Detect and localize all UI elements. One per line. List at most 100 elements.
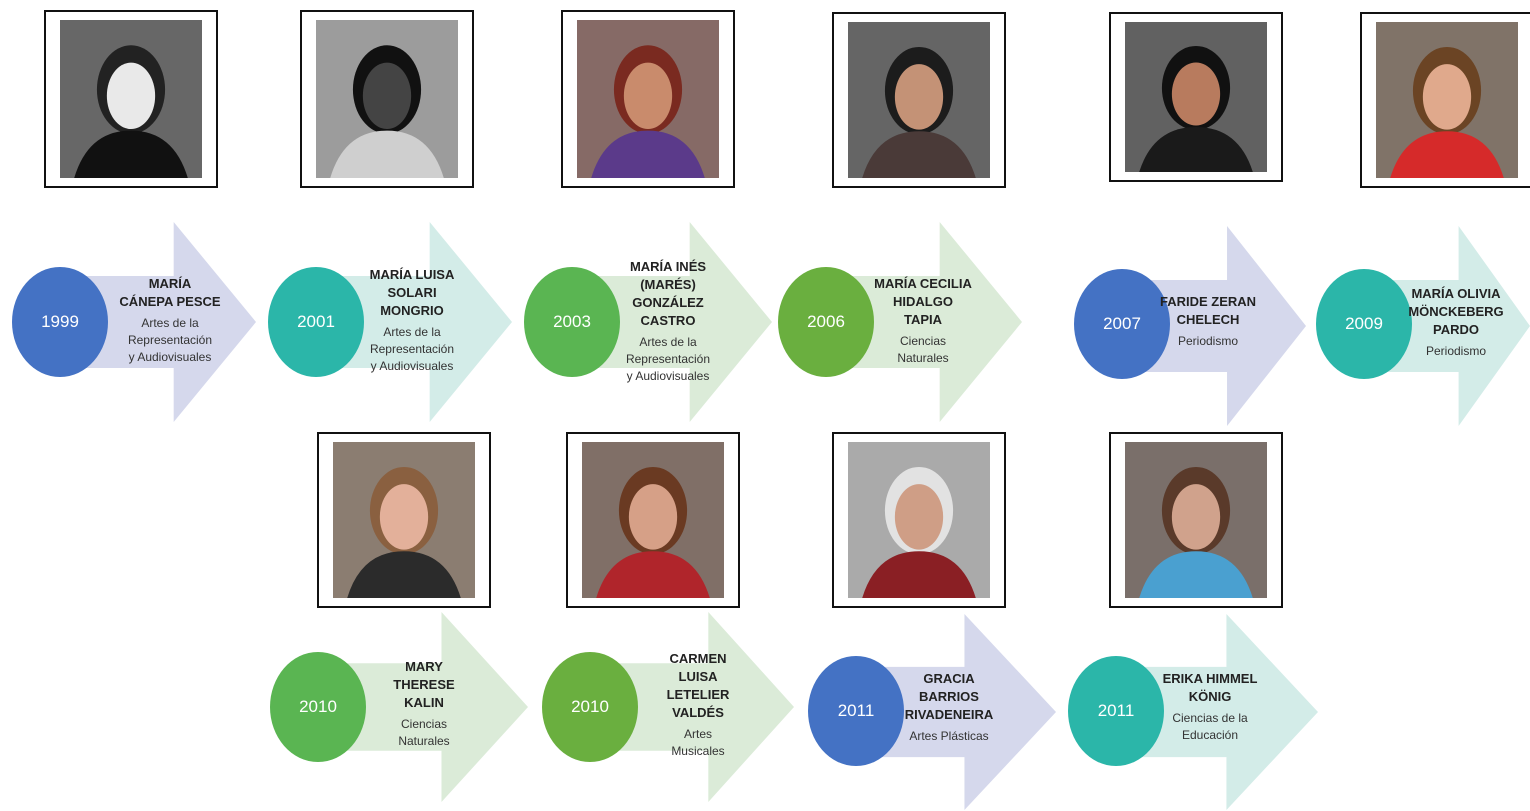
- field-line: Ciencias: [400, 717, 448, 731]
- name-line: PARDO: [1433, 322, 1479, 337]
- photo-frame: [832, 12, 1006, 188]
- portrait-woman-icon: [582, 442, 724, 598]
- field-line: Naturales: [897, 351, 949, 365]
- field-line: Artes: [683, 727, 712, 741]
- field-line: Artes Plásticas: [909, 729, 989, 743]
- field-line: Representación: [127, 333, 213, 347]
- year-badge: 1999: [12, 267, 108, 377]
- photo-frame: [1109, 432, 1283, 608]
- photo-frame: [566, 432, 740, 608]
- name-line: SOLARI: [387, 285, 437, 300]
- field-line: Ciencias: [899, 334, 947, 348]
- name-line: KÖNIG: [1188, 689, 1232, 704]
- laureate-info: MARÍA OLIVIA MÖNCKEBERG PARDO Periodismo: [1396, 285, 1516, 360]
- laureate-name: MARÍA OLIVIA MÖNCKEBERG PARDO: [1396, 285, 1516, 339]
- field-line: Artes de la: [141, 316, 199, 330]
- name-line: VALDÉS: [672, 705, 724, 720]
- year-badge: 2011: [808, 656, 904, 766]
- photo-frame: [561, 10, 735, 188]
- name-line: RIVADENEIRA: [904, 707, 994, 722]
- field-line: Representación: [369, 342, 455, 356]
- name-line: MONGRIO: [380, 303, 444, 318]
- year-badge: 2011: [1068, 656, 1164, 766]
- portrait-woman-icon: [333, 442, 475, 598]
- award-field: Artes de la Representación y Audiovisuales: [106, 315, 234, 366]
- laureate-name: GRACIA BARRIOS RIVADENEIRA: [876, 670, 1022, 724]
- name-line: MARÍA INÉS: [629, 259, 707, 274]
- field-line: Educación: [1181, 728, 1239, 742]
- timeline-arrow: [1360, 226, 1530, 426]
- timeline-arrow: [322, 612, 528, 802]
- photo-frame: [832, 432, 1006, 608]
- name-line: CASTRO: [640, 313, 696, 328]
- year-badge: 2007: [1074, 269, 1170, 379]
- name-line: MARÍA OLIVIA: [1411, 286, 1501, 301]
- name-line: LETELIER: [666, 687, 730, 702]
- name-line: CARMEN: [669, 651, 727, 666]
- photo-frame: [1360, 12, 1530, 188]
- name-line: LUISA: [678, 669, 718, 684]
- photo-frame: [317, 432, 491, 608]
- field-line: Artes de la: [383, 325, 441, 339]
- timeline-arrow: [838, 614, 1056, 810]
- timeline-arrow: [576, 222, 772, 422]
- laureate-name: ERIKA HIMMEL KÖNIG: [1146, 670, 1274, 706]
- photo-frame: [1109, 12, 1283, 182]
- field-line: Representación: [625, 352, 711, 366]
- name-line: CÁNEPA PESCE: [119, 294, 221, 309]
- portrait-woman-icon: [848, 442, 990, 598]
- field-line: Periodismo: [1425, 344, 1487, 358]
- award-field: Periodismo: [1148, 333, 1268, 350]
- timeline-arrow: [1100, 614, 1318, 810]
- laureate-info: ERIKA HIMMEL KÖNIG Ciencias de la Educación: [1146, 670, 1274, 744]
- portrait-bw-woman-icon: [60, 20, 202, 178]
- year-badge: 2009: [1316, 269, 1412, 379]
- name-line: BARRIOS: [919, 689, 979, 704]
- dancer-bw-icon: [316, 20, 458, 178]
- name-line: HIDALGO: [893, 294, 953, 309]
- portrait-woman-icon: [1376, 22, 1518, 178]
- laureate-name: MARÍA LUISA SOLARI MONGRIO: [350, 266, 474, 320]
- year-badge: 2003: [524, 267, 620, 377]
- year-badge: 2006: [778, 267, 874, 377]
- name-line: GRACIA: [923, 671, 975, 686]
- name-line: MARÍA LUISA: [369, 267, 455, 282]
- field-line: y Audiovisuales: [626, 369, 710, 383]
- name-line: TAPIA: [903, 312, 943, 327]
- year-badge: 2001: [268, 267, 364, 377]
- timeline-arrow: [1118, 226, 1306, 426]
- laureate-name: MARÍA CECILIA HIDALGO TAPIA: [858, 275, 988, 329]
- timeline-arrow: [590, 612, 794, 802]
- timeline-arrow: [60, 222, 256, 422]
- name-line: MARY: [405, 659, 443, 674]
- name-line: (MARÉS): [640, 277, 696, 292]
- name-line: CHELECH: [1176, 312, 1240, 327]
- award-field: Periodismo: [1396, 343, 1516, 360]
- award-field: Artes Plásticas: [876, 728, 1022, 745]
- field-line: y Audiovisuales: [370, 359, 454, 373]
- laureate-info: MARÍA LUISA SOLARI MONGRIO Artes de la Repre…: [350, 266, 474, 375]
- name-line: ERIKA HIMMEL: [1162, 671, 1258, 686]
- timeline-arrow: [316, 222, 512, 422]
- portrait-woman-icon: [577, 20, 719, 178]
- portrait-woman-icon: [848, 22, 990, 178]
- laureate-info: GRACIA BARRIOS RIVADENEIRA Artes Plásticas: [876, 670, 1022, 745]
- award-field: Artes de la Representación y Audiovisuales: [350, 324, 474, 375]
- year-badge: 2010: [542, 652, 638, 762]
- field-line: y Audiovisuales: [128, 350, 212, 364]
- photo-frame: [44, 10, 218, 188]
- name-line: THERESE: [393, 677, 455, 692]
- field-line: Ciencias de la: [1172, 711, 1248, 725]
- name-line: MÖNCKEBERG: [1408, 304, 1504, 319]
- name-line: MARÍA CECILIA: [874, 276, 972, 291]
